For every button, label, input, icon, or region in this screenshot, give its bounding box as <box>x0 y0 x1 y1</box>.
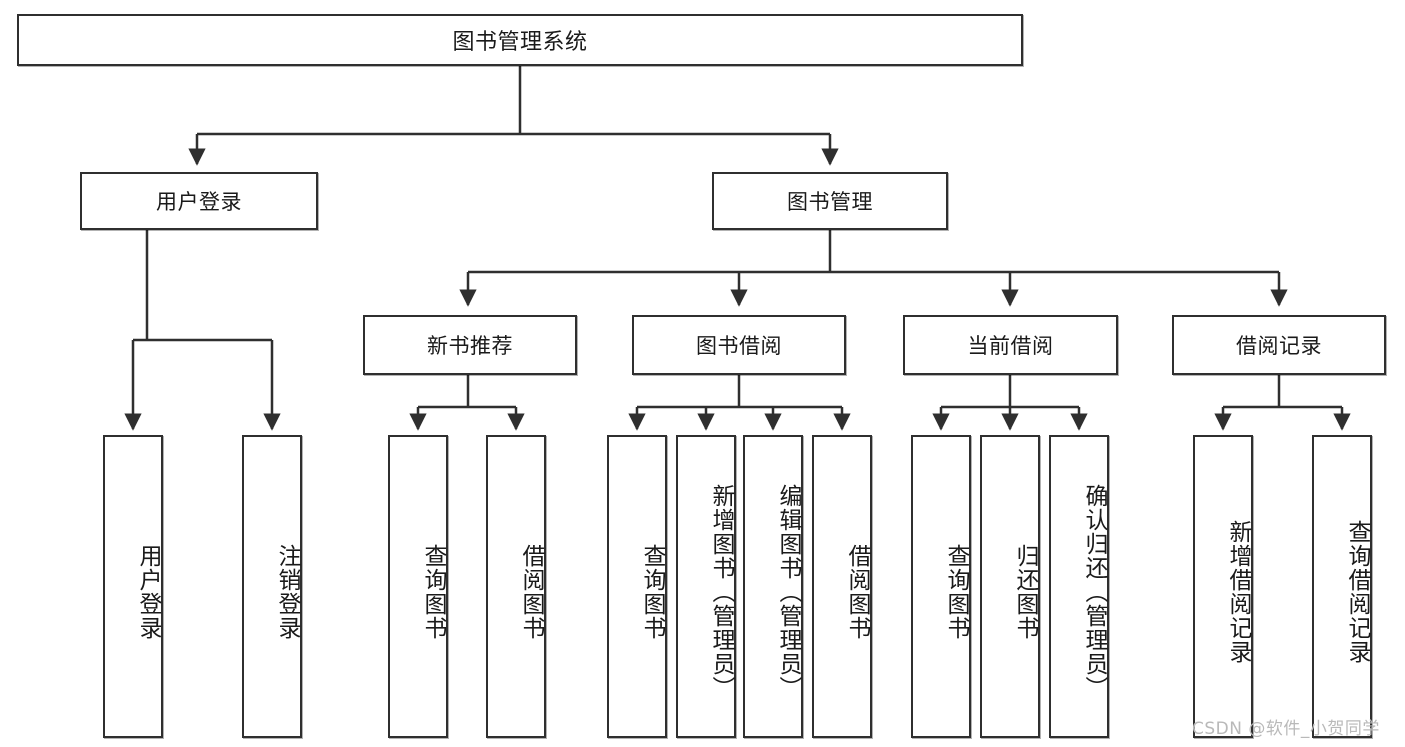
node-label: 查询借阅记录 <box>1344 519 1370 664</box>
node-label: 新增借阅记录 <box>1225 519 1251 664</box>
node-label: 确认归还（管理员） <box>1081 483 1107 700</box>
node-label: 新增图书（管理员） <box>708 483 734 700</box>
node-borrow-record[interactable]: 借阅记录 <box>1172 315 1386 375</box>
node-book-borrow[interactable]: 图书借阅 <box>632 315 846 375</box>
node-label: 借阅记录 <box>1236 334 1322 358</box>
node-root-book-management-system[interactable]: 图书管理系统 <box>17 14 1023 66</box>
node-label: 归还图书 <box>1012 543 1038 640</box>
node-leaf-logout-login[interactable]: 注销登录 <box>242 435 302 738</box>
node-leaf-query-book-3[interactable]: 查询图书 <box>911 435 971 738</box>
node-label: 用户登录 <box>135 543 161 640</box>
node-label: 编辑图书（管理员） <box>775 483 801 700</box>
node-leaf-confirm-return[interactable]: 确认归还（管理员） <box>1049 435 1109 738</box>
node-leaf-add-record[interactable]: 新增借阅记录 <box>1193 435 1253 738</box>
node-label: 用户登录 <box>156 190 242 214</box>
node-label: 查询图书 <box>639 543 665 640</box>
node-label: 图书管理系统 <box>452 30 588 55</box>
node-leaf-query-book-1[interactable]: 查询图书 <box>388 435 448 738</box>
node-label: 借阅图书 <box>844 543 870 640</box>
node-leaf-query-record[interactable]: 查询借阅记录 <box>1312 435 1372 738</box>
csdn-watermark: CSDN @软件_小贺同学 <box>1192 719 1380 739</box>
node-new-book-recommend[interactable]: 新书推荐 <box>363 315 577 375</box>
node-label: 查询图书 <box>420 543 446 640</box>
node-leaf-query-book-2[interactable]: 查询图书 <box>607 435 667 738</box>
node-current-borrow[interactable]: 当前借阅 <box>903 315 1118 375</box>
node-label: 新书推荐 <box>427 334 513 358</box>
node-user-login[interactable]: 用户登录 <box>80 172 318 230</box>
node-leaf-borrow-book-2[interactable]: 借阅图书 <box>812 435 872 738</box>
node-label: 查询图书 <box>943 543 969 640</box>
node-leaf-borrow-book-1[interactable]: 借阅图书 <box>486 435 546 738</box>
node-label: 当前借阅 <box>967 334 1054 358</box>
node-leaf-add-book[interactable]: 新增图书（管理员） <box>676 435 736 738</box>
node-label: 注销登录 <box>274 543 300 640</box>
node-leaf-edit-book[interactable]: 编辑图书（管理员） <box>743 435 803 738</box>
node-leaf-user-login[interactable]: 用户登录 <box>103 435 163 738</box>
node-leaf-return-book[interactable]: 归还图书 <box>980 435 1040 738</box>
node-label: 图书管理 <box>787 190 873 214</box>
node-book-manage[interactable]: 图书管理 <box>712 172 948 230</box>
node-label: 借阅图书 <box>518 543 544 640</box>
node-label: 图书借阅 <box>696 334 782 358</box>
